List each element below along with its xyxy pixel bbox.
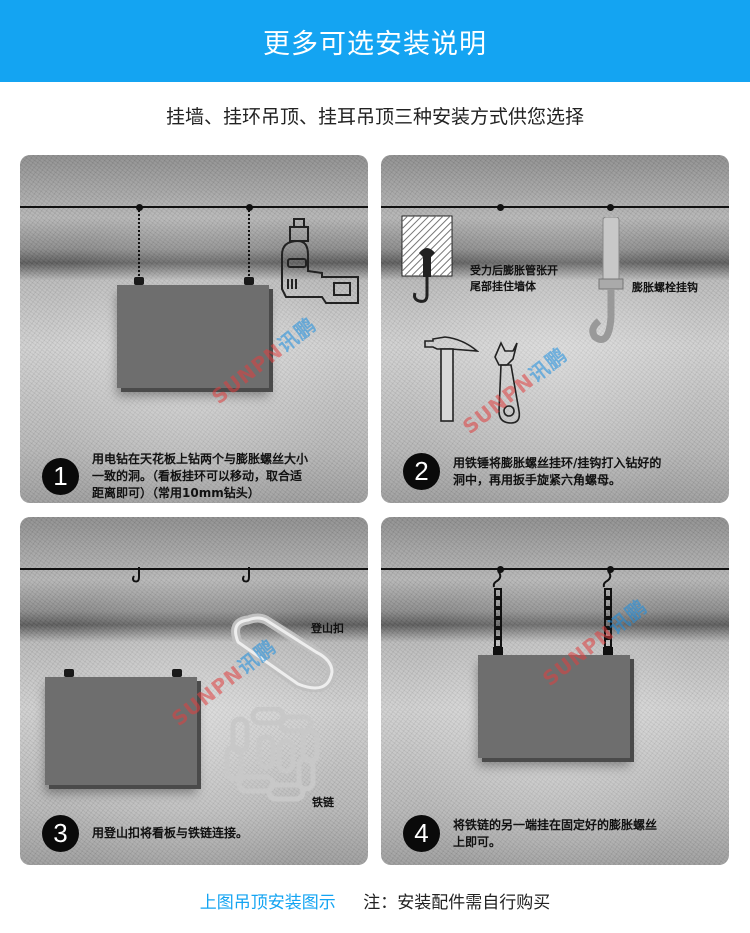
step-2-instruction: 2 用铁锤将膨胀螺丝挂环/挂钩打入钻好的 洞中，再用扳手旋紧六角螺母。 bbox=[403, 453, 661, 490]
sign-board bbox=[45, 677, 197, 785]
ceiling-line bbox=[381, 568, 729, 570]
step-text: 将铁链的另一端挂在固定好的膨胀螺丝 上即可。 bbox=[453, 817, 658, 849]
hanging-tab bbox=[134, 277, 144, 285]
wall-anchor-icon bbox=[401, 215, 453, 303]
subtitle: 挂墙、挂环吊顶、挂耳吊顶三种安装方式供您选择 bbox=[165, 106, 584, 128]
step-4-instruction: 4 将铁链的另一端挂在固定好的膨胀螺丝 上即可。 bbox=[403, 815, 657, 852]
step-number: 3 bbox=[42, 815, 79, 852]
footer: 上图吊顶安装图示 注：安装配件需自行购买 bbox=[0, 888, 750, 913]
hook-icon bbox=[242, 567, 250, 583]
wrench-icon bbox=[494, 341, 521, 424]
hammer-icon bbox=[424, 336, 479, 422]
bolt-hook-label: 膨胀螺栓挂钩 bbox=[632, 281, 698, 294]
drill-point bbox=[136, 204, 143, 211]
chain-label: 铁链 bbox=[312, 796, 334, 809]
ceiling-line bbox=[20, 568, 368, 570]
chain-icon bbox=[224, 707, 320, 802]
footer-caption: 上图吊顶安装图示 bbox=[199, 893, 336, 913]
guide-line bbox=[138, 210, 140, 280]
drill-point bbox=[607, 204, 614, 211]
hanging-tab bbox=[64, 669, 74, 677]
step-1-panel: SUNPN讯鹏 1 用电钻在天花板上钻两个与膨胀螺丝大小 一致的洞。（看板挂环可… bbox=[20, 155, 368, 503]
sign-board bbox=[478, 655, 630, 758]
footer-note: 注：安装配件需自行购买 bbox=[363, 893, 551, 913]
anchor-point bbox=[607, 566, 614, 573]
step-text: 用登山扣将看板与铁链连接。 bbox=[92, 826, 249, 840]
step-1-instruction: 1 用电钻在天花板上钻两个与膨胀螺丝大小 一致的洞。（看板挂环可以移动，取合适 … bbox=[42, 451, 308, 502]
hook-icon bbox=[132, 567, 140, 583]
expansion-bolt-hook bbox=[589, 217, 624, 343]
hanging-tab bbox=[172, 669, 182, 677]
step-4-panel: SUNPN讯鹏 4 将铁链的另一端挂在固定好的膨胀螺丝 上即可。 bbox=[381, 517, 729, 865]
drill-point bbox=[246, 204, 253, 211]
ceiling-line bbox=[20, 206, 368, 208]
step-text: 用铁锤将膨胀螺丝挂环/挂钩打入钻好的 洞中，再用扳手旋紧六角螺母。 bbox=[453, 455, 662, 487]
carabiner-label: 登山扣 bbox=[311, 622, 344, 635]
page-title: 更多可选安装说明 bbox=[263, 28, 487, 60]
hanging-tab bbox=[244, 277, 254, 285]
anchor-point bbox=[497, 566, 504, 573]
step-3-instruction: 3 用登山扣将看板与铁链连接。 bbox=[42, 815, 248, 852]
chain-icon bbox=[492, 571, 503, 655]
drill-icon bbox=[281, 218, 359, 304]
step-3-panel: 登山扣 铁链 SUNPN讯鹏 3 用登山扣将看板与铁链连接。 bbox=[20, 517, 368, 865]
step-number: 1 bbox=[42, 458, 79, 495]
guide-line bbox=[248, 210, 250, 280]
ceiling-line bbox=[381, 206, 729, 208]
carabiner-icon bbox=[231, 613, 337, 692]
step-2-panel: 受力后膨胀管张开 尾部挂住墙体 膨胀螺栓挂钩 SUNPN讯鹏 2 用铁锤将膨胀螺… bbox=[381, 155, 729, 503]
sign-board bbox=[117, 285, 269, 388]
drill-point bbox=[497, 204, 504, 211]
step-number: 2 bbox=[403, 453, 440, 490]
anchor-description: 受力后膨胀管张开 尾部挂住墙体 bbox=[470, 264, 558, 293]
step-text: 用电钻在天花板上钻两个与膨胀螺丝大小 一致的洞。（看板挂环可以移动，取合适 距离… bbox=[92, 452, 309, 500]
header-banner: 更多可选安装说明 bbox=[0, 0, 750, 82]
step-number: 4 bbox=[403, 815, 440, 852]
chain-icon bbox=[602, 571, 613, 655]
